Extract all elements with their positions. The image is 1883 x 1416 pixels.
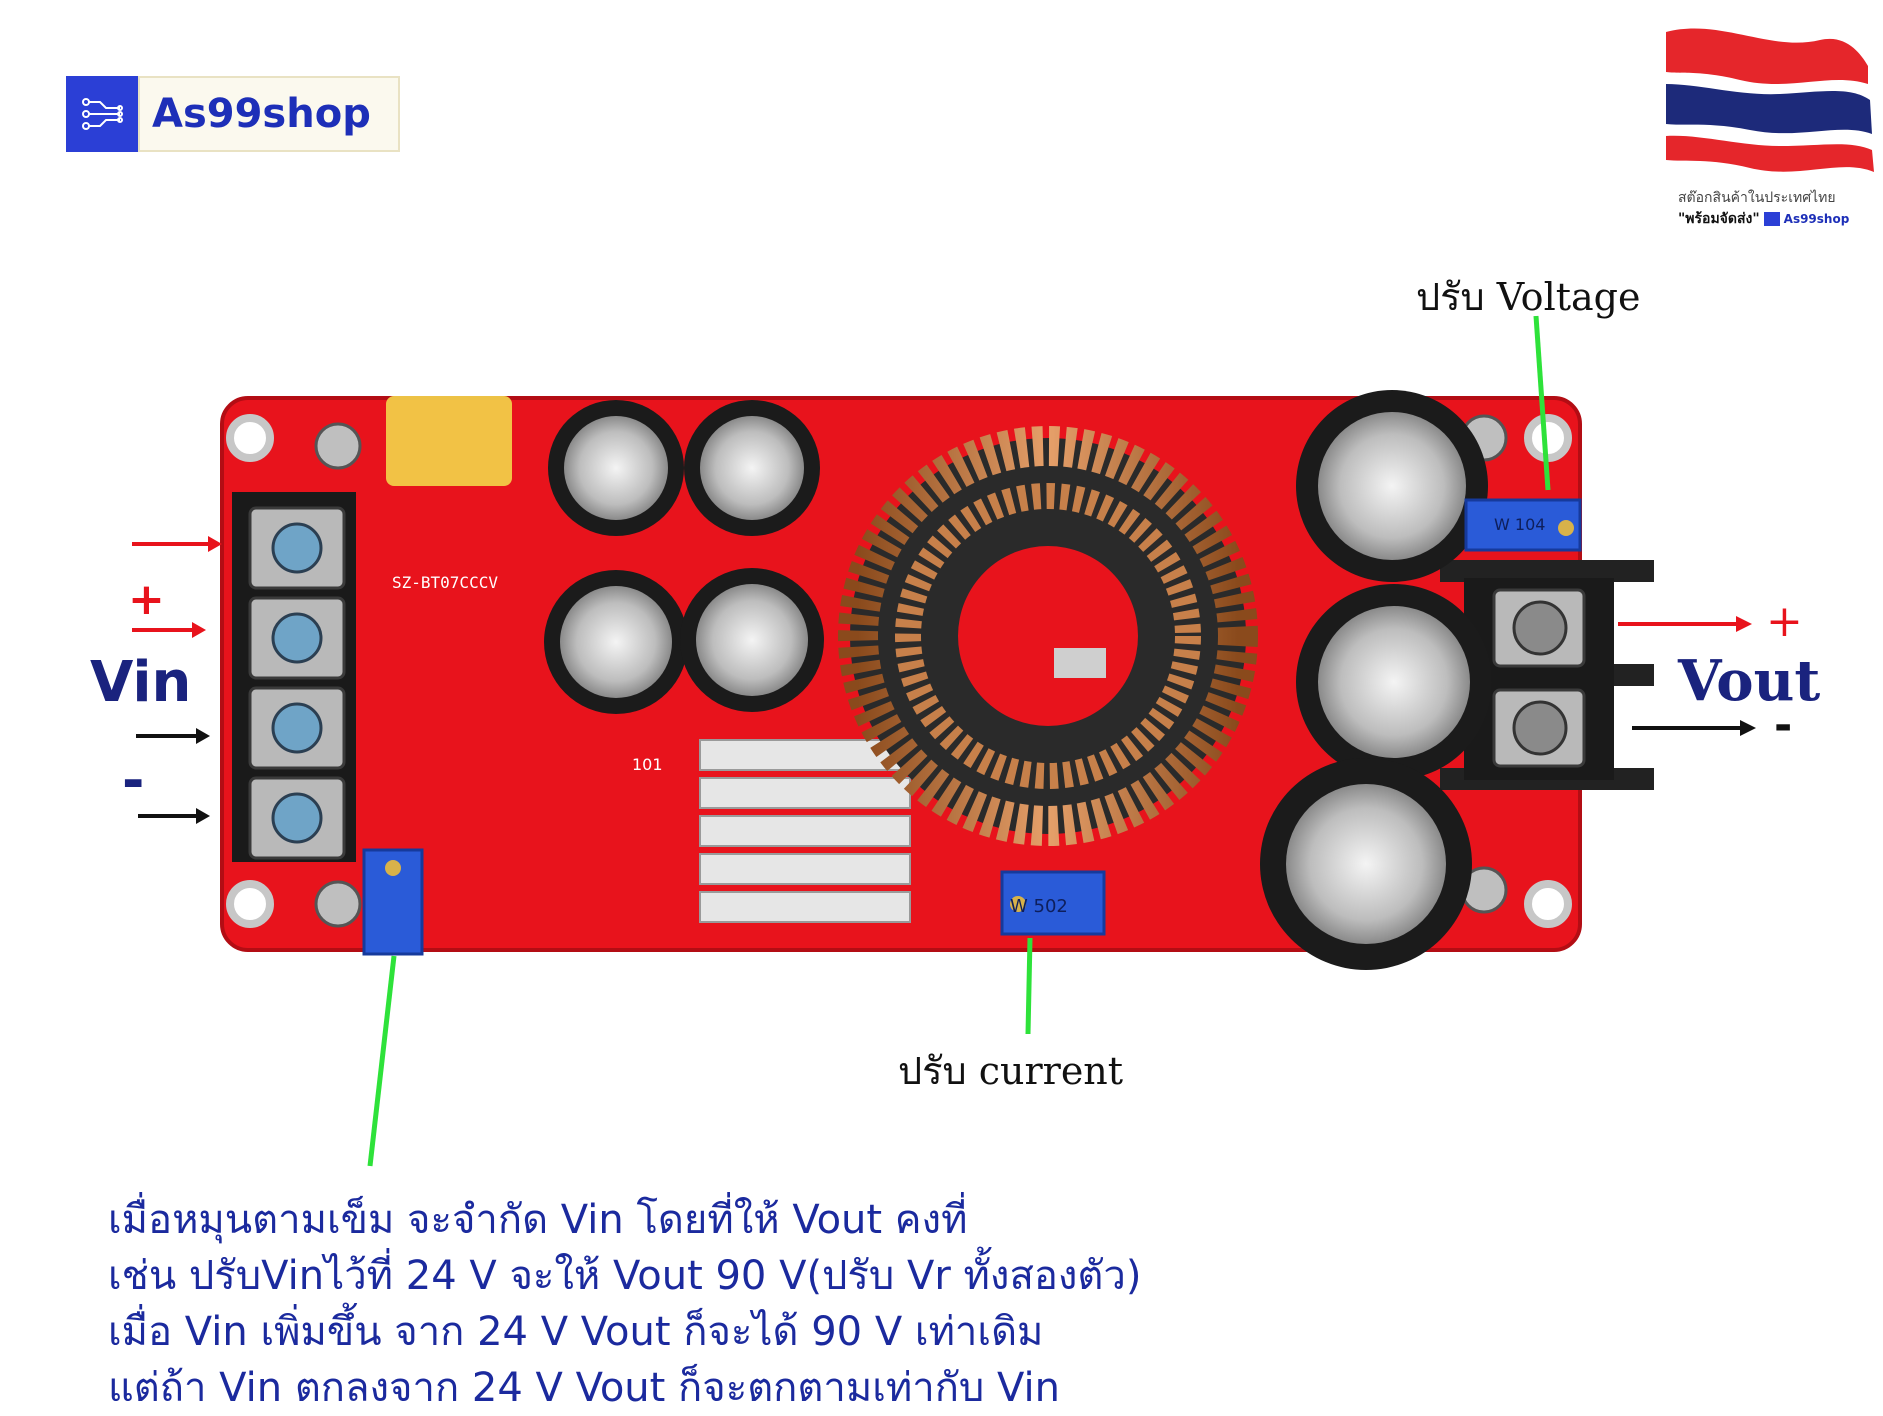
explanation-caption: เมื่อหมุนตามเข็ม จะจำกัด Vin โดยที่ให้ V… (108, 1192, 1808, 1416)
inductor-code-text: 101 (632, 755, 663, 774)
trim-pot-current (1000, 870, 1106, 936)
caption-line-1: เมื่อหมุนตามเข็ม จะจำกัด Vin โดยที่ให้ V… (108, 1197, 968, 1243)
vout-minus-symbol: - (1774, 700, 1793, 751)
trim-pot-left (362, 848, 424, 956)
pot-mid-text: W 502 (1010, 896, 1068, 917)
fuse (386, 396, 512, 486)
flag-caption-stock: สต๊อกสินค้าในประเทศไทย (1678, 190, 1836, 206)
toroid-inductor (838, 426, 1258, 846)
vin-plus-symbol: + (128, 574, 165, 625)
heatsink (699, 739, 911, 923)
board-model-text: SZ-BT07CCCV (392, 573, 498, 592)
vout-label: Vout (1678, 648, 1821, 714)
flag-caption-brand: As99shop (1783, 212, 1850, 226)
brand-logo: As99shop (66, 76, 400, 152)
vin-label: Vin (90, 650, 192, 715)
caption-line-3: เมื่อ Vin เพิ่มขึ้น จาก 24 V Vout ก็จะได… (108, 1309, 1044, 1355)
flag-caption-ready-text: "พร้อมจัดส่ง" (1678, 211, 1760, 227)
caption-line-4: แต่ถ้า Vin ตกลงจาก 24 V Vout ก็จะตกตามเท… (108, 1365, 1060, 1411)
adjust-voltage-label: ปรับ Voltage (1416, 275, 1641, 319)
vin-limit-pointer (367, 955, 397, 1167)
input-capacitors (544, 400, 824, 714)
output-terminal-block (1440, 560, 1654, 790)
vin-minus-symbol: - (122, 749, 145, 812)
flag-caption-ready: "พร้อมจัดส่ง" As99shop (1678, 208, 1849, 230)
vout-plus-symbol: + (1766, 596, 1803, 647)
output-capacitors (1260, 390, 1492, 970)
input-terminal-block (232, 492, 356, 862)
thai-flag-icon (1666, 28, 1874, 172)
trim-pot-voltage (1464, 498, 1582, 552)
adjust-current-label: ปรับ current (898, 1049, 1124, 1093)
pot-right-text: W 104 (1494, 515, 1545, 534)
brand-name: As99shop (138, 76, 400, 152)
mini-logo-icon (1763, 212, 1780, 226)
voltage-pointer (1533, 315, 1551, 491)
caption-line-2: เช่น ปรับVinไว้ที่ 24 V จะให้ Vout 90 V(… (108, 1253, 1142, 1299)
circuit-icon (66, 76, 138, 152)
current-pointer (1025, 937, 1033, 1035)
thai-flag-badge: สต๊อกสินค้าในประเทศไทย "พร้อมจัดส่ง" As99… (1660, 22, 1880, 232)
